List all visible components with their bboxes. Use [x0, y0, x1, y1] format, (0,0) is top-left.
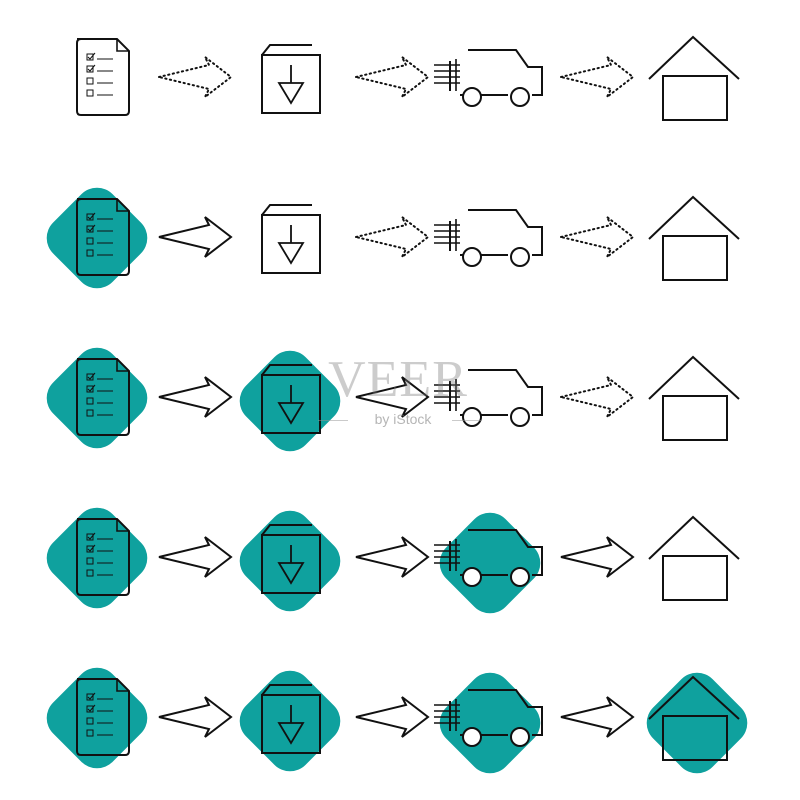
accent-blob [439, 672, 541, 774]
checklist-icon [76, 678, 130, 756]
checklist-icon [76, 358, 130, 436]
stage-package [261, 44, 321, 114]
accent-blob [46, 507, 148, 609]
accent-blob [239, 350, 341, 452]
stage-package [239, 510, 341, 612]
accent-blob [239, 510, 341, 612]
progress-row [76, 35, 740, 121]
solid-arrow [158, 376, 233, 418]
house-icon [648, 515, 740, 601]
stage-delivery [434, 672, 543, 774]
checklist-icon [76, 518, 130, 596]
checklist-icon [76, 38, 130, 116]
accent-blob [46, 187, 148, 289]
accent-blob [239, 670, 341, 772]
dotted-arrow [355, 216, 430, 258]
solid-arrow [158, 696, 233, 738]
solid-arrow [355, 376, 430, 418]
progress-row [46, 187, 740, 289]
house-icon [648, 195, 740, 281]
stage-home [648, 355, 740, 441]
dotted-arrow [560, 56, 635, 98]
delivery-truck-icon [434, 209, 543, 267]
stage-checklist [76, 38, 130, 116]
package-download-icon [261, 44, 321, 114]
progress-row [46, 507, 740, 614]
solid-arrow [355, 536, 430, 578]
stage-package [261, 204, 321, 274]
dotted-arrow [560, 376, 635, 418]
stage-home [646, 672, 748, 774]
stage-package [239, 670, 341, 772]
delivery-truck-icon [434, 529, 543, 587]
checklist-icon [76, 198, 130, 276]
stage-delivery [434, 369, 543, 427]
progress-row [46, 347, 740, 452]
stage-package [239, 350, 341, 452]
dotted-arrow [158, 56, 233, 98]
house-icon [648, 355, 740, 441]
package-download-icon [261, 204, 321, 274]
stage-checklist [46, 187, 148, 289]
house-icon [648, 675, 740, 761]
stage-checklist [46, 667, 148, 769]
accent-blob [439, 512, 541, 614]
solid-arrow [158, 216, 233, 258]
accent-blob [46, 667, 148, 769]
solid-arrow [560, 696, 635, 738]
delivery-truck-icon [434, 49, 543, 107]
dotted-arrow [355, 56, 430, 98]
stage-delivery [434, 209, 543, 267]
delivery-truck-icon [434, 689, 543, 747]
package-download-icon [261, 684, 321, 754]
stage-delivery [434, 512, 543, 614]
stage-home [648, 515, 740, 601]
progress-row [46, 667, 748, 774]
stage-home [648, 195, 740, 281]
dotted-arrow [560, 216, 635, 258]
stage-checklist [46, 347, 148, 449]
stage-home [648, 35, 740, 121]
stage-delivery [434, 49, 543, 107]
stage-checklist [46, 507, 148, 609]
solid-arrow [158, 536, 233, 578]
package-download-icon [261, 364, 321, 434]
solid-arrow [560, 536, 635, 578]
accent-blob [46, 347, 148, 449]
house-icon [648, 35, 740, 121]
delivery-truck-icon [434, 369, 543, 427]
package-download-icon [261, 524, 321, 594]
solid-arrow [355, 696, 430, 738]
